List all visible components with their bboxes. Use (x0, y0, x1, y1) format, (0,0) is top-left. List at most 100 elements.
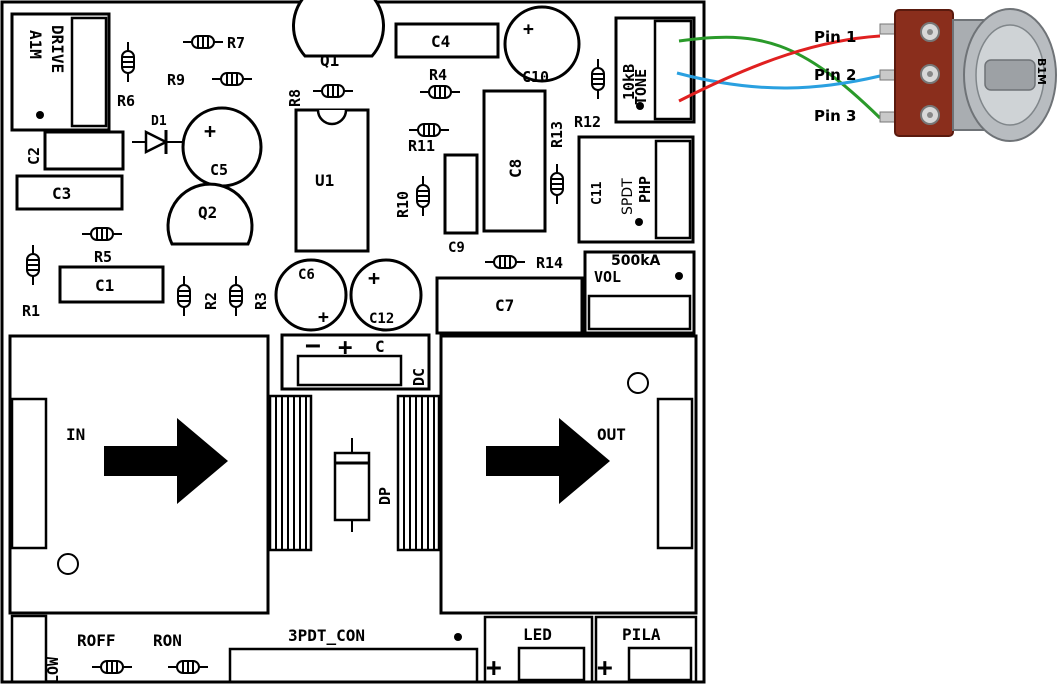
dp-label: DP (376, 487, 394, 505)
c12-label: C12 (369, 311, 394, 327)
r10-label: R10 (394, 191, 412, 218)
r2-label: R2 (202, 292, 220, 310)
tone-pot-footprint: TONE 10kB (614, 16, 696, 124)
c4-label: C4 (431, 32, 450, 51)
potentiometer: B1M (879, 8, 1057, 142)
led-label: LED (523, 625, 552, 644)
c9-capacitor (443, 153, 479, 235)
c9-label: C9 (448, 240, 465, 256)
d1-label: D1 (151, 114, 167, 129)
led-plus: + (486, 653, 502, 683)
c12-capacitor (349, 258, 423, 332)
c12-plus: + (368, 266, 380, 290)
out-arrow (486, 418, 610, 504)
u1-notch (316, 109, 348, 126)
drive-pin-marker (36, 111, 44, 119)
pot-lead-3 (879, 111, 897, 123)
r13-label: R13 (548, 121, 566, 148)
tone-pin-marker (636, 102, 644, 110)
low-label: LOW (44, 656, 62, 684)
u1-label: U1 (315, 171, 334, 190)
tone-value-label: 10kB (620, 64, 638, 100)
r7-label: R7 (227, 34, 245, 52)
input-jack-footprint: IN (8, 334, 270, 615)
board-outline (0, 0, 706, 684)
vol-pot-footprint: 500kA VOL (583, 250, 696, 335)
pila-plus: + (597, 653, 613, 683)
c6-capacitor (274, 258, 348, 332)
q2-transistor (166, 182, 254, 246)
low-pad (10, 614, 48, 684)
dc-jack-footprint: − + C DC (280, 331, 431, 391)
led-pad (517, 646, 586, 682)
drive-pot-footprint: DRIVE A1M (10, 12, 111, 132)
d1-diode (132, 129, 192, 155)
dc-minus: − (305, 331, 321, 361)
output-jack-footprint: OUT (439, 334, 698, 615)
pot-lead-1 (879, 23, 897, 35)
spdt-switch-footprint: C11 SPDT PHP (577, 135, 695, 244)
dc-label: DC (410, 368, 428, 386)
r6-label: R6 (117, 92, 135, 110)
c1-capacitor (58, 265, 165, 304)
pot-knob-label: B1M (1035, 58, 1048, 85)
pin1-label: Pin 1 (814, 28, 856, 46)
c5-plus: + (204, 119, 216, 143)
wire-pin1 (678, 34, 881, 103)
wire-pin3 (678, 35, 882, 120)
r4-label: R4 (429, 66, 447, 84)
con-pin-marker (454, 633, 462, 641)
r3-label: R3 (252, 292, 270, 310)
c8-label: C8 (506, 159, 525, 178)
drive-label: DRIVE (48, 25, 67, 73)
r9-label: R9 (167, 71, 185, 89)
c7-capacitor (435, 276, 584, 335)
wire-pin2 (676, 71, 881, 90)
c8-capacitor (482, 89, 547, 233)
pila-pad (627, 646, 693, 682)
q2-label: Q2 (198, 203, 217, 222)
c10-label: C10 (522, 68, 549, 86)
ron-label: RON (153, 631, 182, 650)
led-footprint (483, 615, 594, 684)
c2-capacitor (43, 130, 125, 171)
right-pad-stripes (396, 394, 441, 552)
pot-knob-slot (984, 59, 1036, 91)
r14-label: R14 (536, 254, 563, 272)
pila-label: PILA (622, 625, 661, 644)
c11-label: C11 (590, 181, 605, 205)
q1-label: Q1 (320, 51, 339, 70)
spdt-pin-marker (635, 218, 643, 226)
dp-diode: DP (333, 438, 394, 532)
out-mount-hole (627, 372, 649, 394)
dc-c-label: C (375, 337, 385, 356)
tone-label: TONE (632, 69, 650, 105)
pot-lead-2 (879, 69, 897, 81)
r1-label: R1 (22, 302, 40, 320)
in-arrow (104, 418, 228, 504)
con-pad (228, 647, 479, 684)
vol-pin-marker (675, 272, 683, 280)
c7-label: C7 (495, 296, 514, 315)
pin2-label: Pin 2 (814, 66, 856, 84)
r11-label: R11 (408, 137, 435, 155)
c3-label: C3 (52, 184, 71, 203)
pila-footprint (594, 615, 698, 684)
a1m-label: A1M (26, 30, 45, 59)
c6-label: C6 (298, 267, 315, 283)
vol-label: VOL (594, 268, 621, 286)
c6-plus: + (318, 307, 329, 328)
pin3-label: Pin 3 (814, 107, 856, 125)
c3-capacitor (15, 174, 124, 211)
c2-label: C2 (25, 147, 43, 165)
r5-label: R5 (94, 248, 112, 266)
r8-label: R8 (286, 89, 304, 107)
q1-transistor (292, 0, 385, 58)
left-pad-stripes (268, 394, 313, 552)
c1-label: C1 (95, 276, 114, 295)
out-label: OUT (597, 425, 626, 444)
r12-label: R12 (574, 113, 601, 131)
dc-plus: + (338, 333, 352, 361)
in-mount-hole (57, 553, 79, 575)
